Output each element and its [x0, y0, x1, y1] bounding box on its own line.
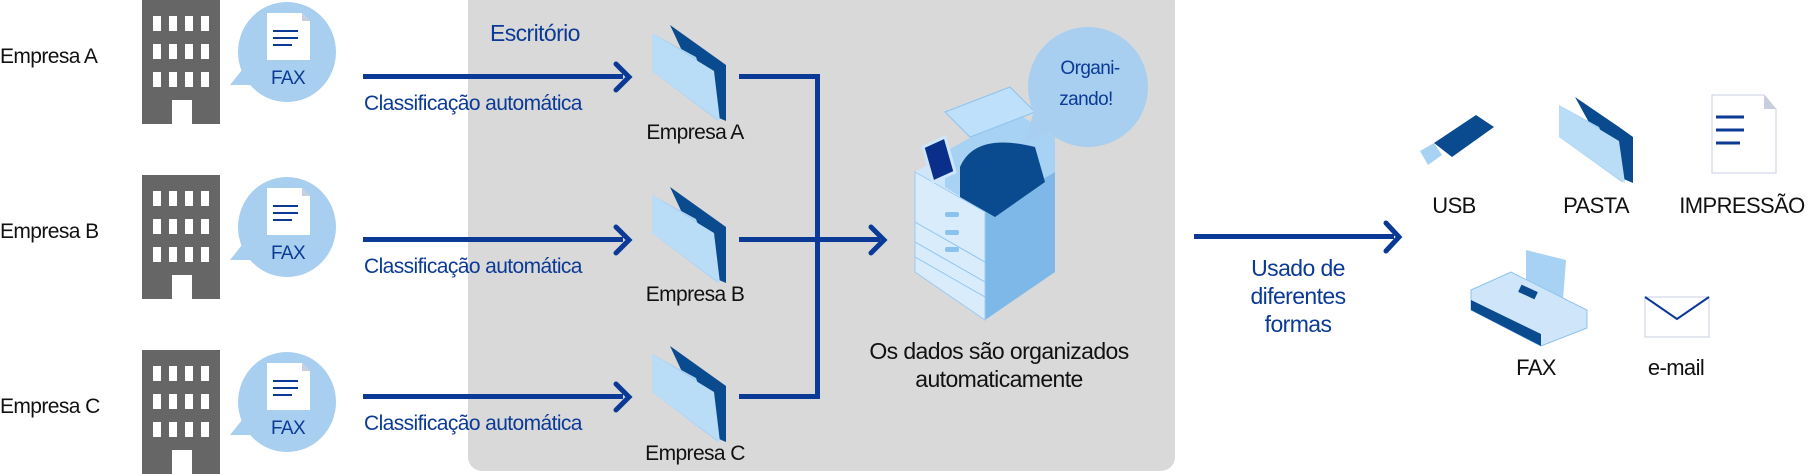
connector-to-mfp: [815, 237, 880, 242]
classification-label: Classificação automática: [364, 92, 582, 115]
building-icon: [142, 350, 220, 474]
mfp-caption-line2: automaticamente: [915, 366, 1083, 392]
folder-label: Empresa A: [646, 121, 744, 144]
fax-label: FAX: [270, 68, 306, 89]
office-title: Escritório: [490, 20, 580, 46]
company-name: Empresa B: [0, 220, 99, 243]
mfp-bubble-line1: Organi-: [1060, 58, 1120, 79]
arrow-head-icon: [613, 224, 633, 256]
folder-label: Empresa C: [645, 442, 745, 465]
output-usb-label: USB: [1432, 193, 1476, 218]
output-pasta-label: PASTA: [1563, 193, 1629, 218]
company-name: Empresa C: [0, 395, 100, 418]
speech-bubble: [1025, 27, 1148, 147]
connector-a: [739, 74, 819, 79]
output-label-line1: Usado de: [1251, 255, 1345, 281]
folder-icon: [652, 187, 726, 283]
arrow-head-icon: [1383, 220, 1403, 254]
document-icon: [267, 13, 310, 60]
connector-c: [739, 394, 819, 399]
document-icon: [1711, 94, 1777, 174]
output-arrow: [1194, 234, 1394, 239]
connector-b: [739, 237, 819, 242]
folder-icon: [1559, 97, 1633, 183]
folder-label: Empresa B: [645, 283, 745, 306]
document-icon: [267, 363, 310, 410]
output-impressao-label: IMPRESSÃO: [1679, 193, 1805, 218]
email-envelope-icon: [1644, 296, 1710, 338]
classification-arrow: [363, 74, 623, 79]
classification-arrow: [363, 237, 623, 242]
arrow-head-icon: [613, 61, 633, 93]
classification-arrow: [363, 394, 623, 399]
fax-label: FAX: [270, 243, 306, 264]
mfp-bubble-line2: zando!: [1059, 89, 1113, 110]
document-icon: [267, 188, 310, 235]
fax-speech-bubble: [230, 352, 336, 452]
fax-machine-icon: [1470, 250, 1588, 347]
arrow-head-icon: [613, 381, 633, 413]
building-icon: [142, 175, 220, 299]
mfp-caption-line1: Os dados são organizados: [869, 338, 1129, 364]
fax-speech-bubble: [230, 2, 336, 102]
classification-label: Classificação automática: [364, 412, 582, 435]
company-name: Empresa A: [0, 45, 98, 68]
output-label-line3: formas: [1264, 311, 1332, 337]
connector-vertical: [815, 74, 820, 399]
usb-icon: [1420, 115, 1494, 165]
output-email-label: e-mail: [1647, 355, 1705, 380]
output-fax-label: FAX: [1516, 355, 1556, 380]
building-icon: [142, 0, 220, 124]
fax-label: FAX: [270, 418, 306, 439]
arrow-head-icon: [868, 224, 888, 256]
folder-icon: [652, 25, 726, 121]
output-label-line2: diferentes: [1250, 283, 1346, 309]
fax-speech-bubble: [230, 177, 336, 277]
classification-label: Classificação automática: [364, 255, 582, 278]
folder-icon: [652, 346, 726, 442]
